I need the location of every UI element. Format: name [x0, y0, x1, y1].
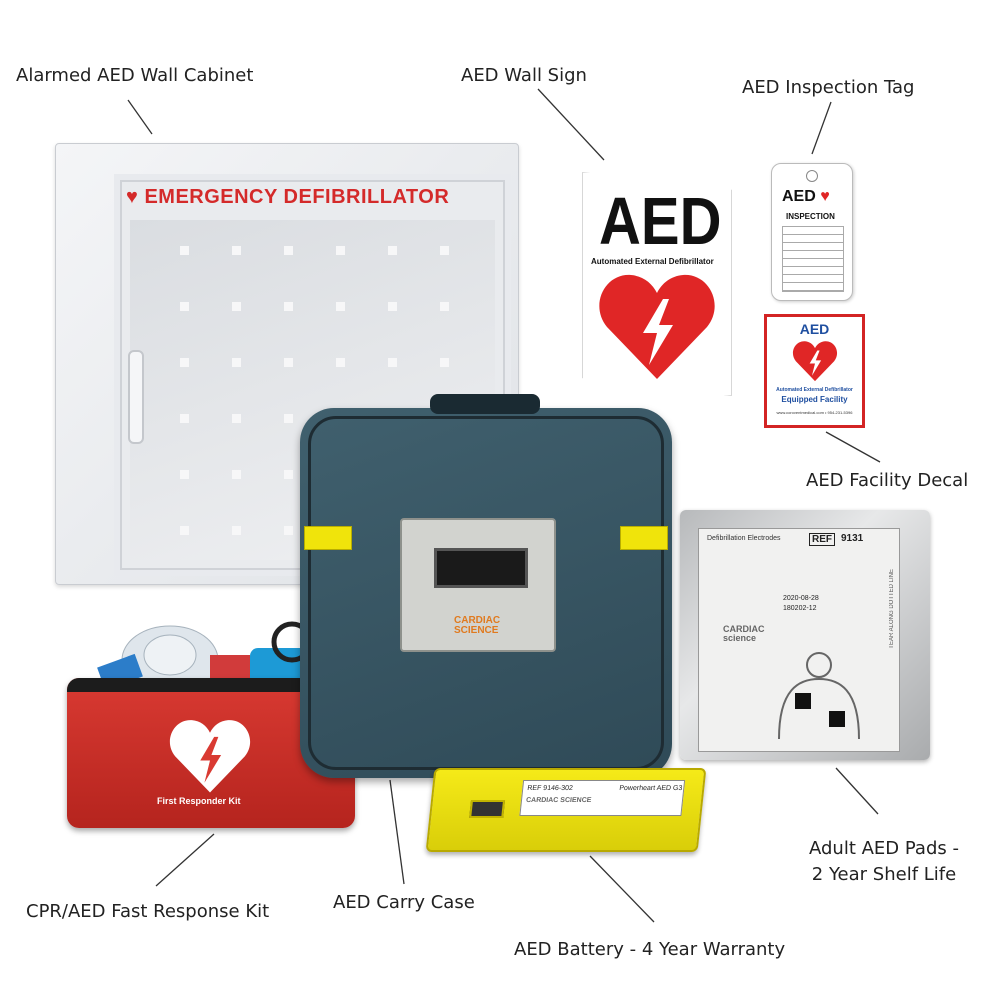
tag-title: AED ♥	[782, 188, 830, 205]
cabinet-glass-dot	[284, 358, 293, 367]
decal-subtext: Automated External Defibrillator	[776, 387, 853, 393]
cabinet-glass-dot	[284, 414, 293, 423]
heart-lightning-icon	[792, 341, 838, 382]
wall-sign-label: AED Wall Sign	[461, 65, 587, 86]
heart-lightning-icon	[599, 274, 715, 379]
decal-leader-line	[825, 431, 881, 463]
cabinet-glass-dot	[232, 246, 241, 255]
wall-cabinet: ♥ EMERGENCY DEFIBRILLATOR	[55, 143, 519, 585]
cabinet-glass-dot	[440, 358, 449, 367]
cabinet-glass-dot	[180, 358, 189, 367]
cabinet-leader-line	[127, 99, 153, 135]
case-leader-line	[389, 779, 405, 885]
kit-bag-label: First Responder Kit	[157, 796, 241, 806]
cabinet-glass-dot	[388, 246, 397, 255]
pads-label-2: 2 Year Shelf Life	[811, 864, 957, 885]
decal-url: www.coroventmedical.com • 954-231-5396	[776, 410, 853, 415]
pads-ref-number: 9131	[841, 533, 864, 544]
wall-sign-aed-text: AED	[599, 184, 722, 259]
cabinet-door-text: ♥ EMERGENCY DEFIBRILLATOR	[126, 186, 450, 208]
cabinet-glass-dot	[232, 414, 241, 423]
decal-equipped: Equipped Facility	[781, 395, 848, 404]
pads-title: Defibrillation Electrodes	[707, 535, 781, 542]
kit-leader-line	[155, 833, 215, 887]
battery-terminals	[469, 800, 506, 818]
cabinet-glass-dot	[232, 526, 241, 535]
aed-battery: REF 9146-302 CARDIAC SCIENCE Powerheart …	[425, 768, 707, 852]
cabinet-glass-dot	[336, 302, 345, 311]
tag-inspection-grid	[782, 226, 844, 292]
wall-sign-leader-line	[537, 88, 605, 161]
tag-subtitle: INSPECTION	[786, 212, 835, 221]
cabinet-handle	[128, 350, 144, 444]
battery-leader-line	[589, 855, 655, 923]
carry-case: CARDIAC SCIENCE	[300, 394, 672, 778]
cabinet-glass-dot	[336, 358, 345, 367]
cabinet-glass-dot	[284, 302, 293, 311]
cabinet-glass-dot	[440, 302, 449, 311]
heart-icon: ♥	[820, 188, 830, 205]
cabinet-glass-dot	[284, 246, 293, 255]
heart-lightning-icon	[169, 720, 251, 793]
battery-label-panel: REF 9146-302 CARDIAC SCIENCE Powerheart …	[519, 780, 686, 816]
aed-pads-package: Defibrillation Electrodes REF 9131 2020-…	[680, 510, 930, 760]
cabinet-glass-dot	[180, 414, 189, 423]
first-responder-kit: First Responder Kit	[67, 678, 355, 828]
case-status-slot	[434, 548, 528, 588]
battery-ref: REF 9146-302	[526, 785, 574, 792]
pads-leader-line	[835, 767, 879, 815]
facility-decal-label: AED Facility Decal	[806, 470, 969, 491]
heart-icon: ♥	[126, 186, 139, 208]
cabinet-glass-dot	[232, 470, 241, 479]
cabinet-glass-dot	[180, 302, 189, 311]
carry-case-label: AED Carry Case	[333, 892, 475, 913]
kit-label: CPR/AED Fast Response Kit	[26, 901, 270, 922]
pads-lot: 180202-12	[783, 605, 817, 612]
kit-contents	[97, 621, 313, 690]
case-brand: CARDIAC SCIENCE	[454, 615, 501, 636]
case-window: CARDIAC SCIENCE	[400, 518, 556, 652]
cabinet-glass-dot	[232, 302, 241, 311]
pads-label-panel: Defibrillation Electrodes REF 9131 2020-…	[698, 528, 900, 752]
cabinet-glass-dot	[440, 246, 449, 255]
cabinet-glass-dot	[232, 358, 241, 367]
cabinet-label: Alarmed AED Wall Cabinet	[16, 65, 254, 86]
cabinet-glass-dot	[180, 526, 189, 535]
cabinet-glass-dot	[284, 470, 293, 479]
battery-brand: CARDIAC SCIENCE	[525, 797, 592, 804]
kit-zipper	[67, 678, 355, 692]
decal-title: AED	[799, 321, 830, 337]
facility-decal: AED Automated External Defibrillator Equ…	[764, 314, 865, 428]
tag-hole	[806, 170, 818, 182]
tag-leader-line	[811, 101, 832, 155]
inspection-tag-label: AED Inspection Tag	[742, 77, 915, 98]
cabinet-glass-dot	[388, 358, 397, 367]
case-strap-left	[304, 526, 352, 550]
pads-placement-diagram	[778, 652, 860, 739]
pads-ref: REF	[809, 533, 835, 546]
pads-label-1: Adult AED Pads -	[809, 838, 959, 859]
cabinet-glass-dot	[180, 246, 189, 255]
case-strap-right	[620, 526, 668, 550]
battery-name: Powerheart AED G3	[618, 785, 683, 792]
cabinet-door: ♥ EMERGENCY DEFIBRILLATOR	[114, 174, 511, 576]
pads-brand: CARDIAC science	[723, 624, 765, 643]
pads-tear-text: TEAR ALONG DOTTED LINE	[889, 569, 895, 649]
cabinet-glass-dot	[284, 526, 293, 535]
cabinet-glass-dot	[336, 246, 345, 255]
wall-sign-subtext: Automated External Defibrillator	[591, 257, 714, 266]
pads-date: 2020-08-28	[783, 595, 819, 602]
wall-sign: AED Automated External Defibrillator	[582, 172, 732, 396]
case-handle	[430, 394, 540, 414]
inspection-tag: AED ♥ INSPECTION	[771, 163, 853, 301]
cabinet-glass-dot	[388, 302, 397, 311]
battery-label: AED Battery - 4 Year Warranty	[514, 939, 786, 960]
cabinet-glass-dot	[180, 470, 189, 479]
